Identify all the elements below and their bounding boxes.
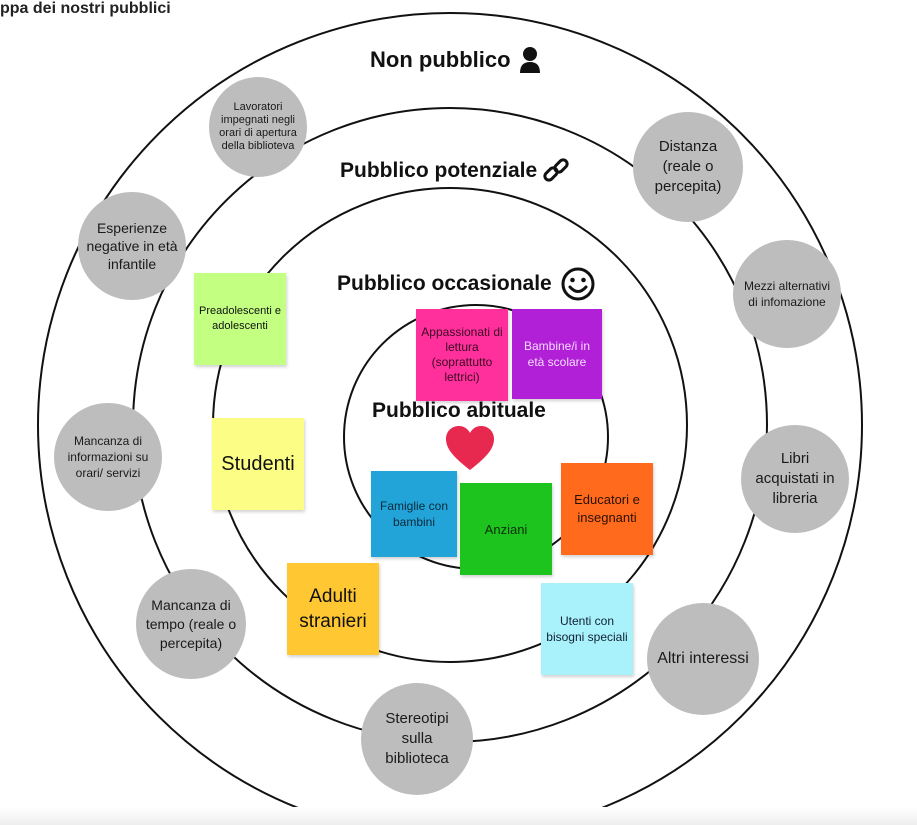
barrier-libri-text: Libri acquistati in libreria xyxy=(755,450,835,507)
barrier-mezzi: Mezzi alternativi di infomazione xyxy=(733,240,841,348)
ring-label-abituale-text: Pubblico abituale xyxy=(372,399,546,422)
barrier-lavoratori-text: Lavoratori impegnati negli orari di aper… xyxy=(219,101,297,152)
group-appassionati-text: Appassionati di lettura (soprattutto let… xyxy=(421,325,503,384)
group-anziani-text: Anziani xyxy=(484,521,528,537)
group-educatori: Educatori e insegnanti xyxy=(561,463,653,555)
ring-label-potenziale-text: Pubblico potenziale xyxy=(340,159,538,182)
barrier-altri-text: Altri interessi xyxy=(657,650,749,667)
group-preadolescenti: Preadolescenti e adolescenti xyxy=(194,273,286,365)
group-anziani: Anziani xyxy=(460,483,552,575)
ring-label-abituale: Pubblico abituale xyxy=(372,399,546,423)
group-utenti: Utenti con bisogni speciali xyxy=(541,583,633,675)
group-appassionati: Appassionati di lettura (soprattutto let… xyxy=(416,309,508,401)
barrier-stereotipi: Stereotipi sulla biblioteca xyxy=(361,683,473,795)
barrier-mancanza-tempo: Mancanza di tempo (reale o percepita) xyxy=(136,569,246,679)
group-bambini-text: Bambine/i in età scolare xyxy=(523,339,591,369)
group-studenti: Studenti xyxy=(212,418,304,510)
barrier-mancanza-tempo-text: Mancanza di tempo (reale o percepita) xyxy=(145,596,237,651)
barrier-mezzi-text: Mezzi alternativi di infomazione xyxy=(743,279,831,309)
barrier-distanza-text: Distanza (reale o percepita) xyxy=(654,138,722,195)
ring-label-non-pubblico: Non pubblico xyxy=(370,46,541,74)
barrier-esperienze: Esperienze negative in età infantile xyxy=(78,192,186,300)
group-studenti-text: Studenti xyxy=(221,452,295,475)
barrier-libri: Libri acquistati in libreria xyxy=(741,425,849,533)
group-famiglie: Famiglie con bambini xyxy=(371,471,457,557)
group-preadolescenti-text: Preadolescenti e adolescenti xyxy=(199,305,281,332)
barrier-lavoratori: Lavoratori impegnati negli orari di aper… xyxy=(209,77,307,177)
ring-label-potenziale: Pubblico potenziale xyxy=(340,156,571,186)
page-title: ppa dei nostri pubblici xyxy=(0,0,171,17)
barrier-mancanza-info-text: Mancanza di informazioni su orari/ servi… xyxy=(67,434,149,480)
group-educatori-text: Educatori e insegnanti xyxy=(574,492,640,525)
barrier-altri: Altri interessi xyxy=(647,603,759,715)
group-utenti-text: Utenti con bisogni speciali xyxy=(546,614,628,644)
barrier-stereotipi-text: Stereotipi sulla biblioteca xyxy=(385,710,449,767)
barrier-mancanza-info: Mancanza di informazioni su orari/ servi… xyxy=(54,403,162,511)
group-famiglie-text: Famiglie con bambini xyxy=(379,499,449,529)
link-icon xyxy=(541,156,571,186)
ring-non-pubblico xyxy=(37,12,863,825)
group-adulti-text: Adulti stranieri xyxy=(299,586,367,632)
group-adulti: Adulti stranieri xyxy=(287,563,379,655)
smiley-icon xyxy=(560,266,596,302)
person-icon xyxy=(519,46,541,74)
ring-label-occasionale: Pubblico occasionale xyxy=(337,266,596,302)
barrier-distanza: Distanza (reale o percepita) xyxy=(633,112,743,222)
group-bambini: Bambine/i in età scolare xyxy=(512,309,602,399)
heart-icon xyxy=(444,424,496,472)
ring-label-non-pubblico-text: Non pubblico xyxy=(370,47,511,72)
barrier-esperienze-text: Esperienze negative in età infantile xyxy=(86,220,178,272)
ring-label-occasionale-text: Pubblico occasionale xyxy=(337,272,552,295)
bottom-band xyxy=(0,807,917,825)
